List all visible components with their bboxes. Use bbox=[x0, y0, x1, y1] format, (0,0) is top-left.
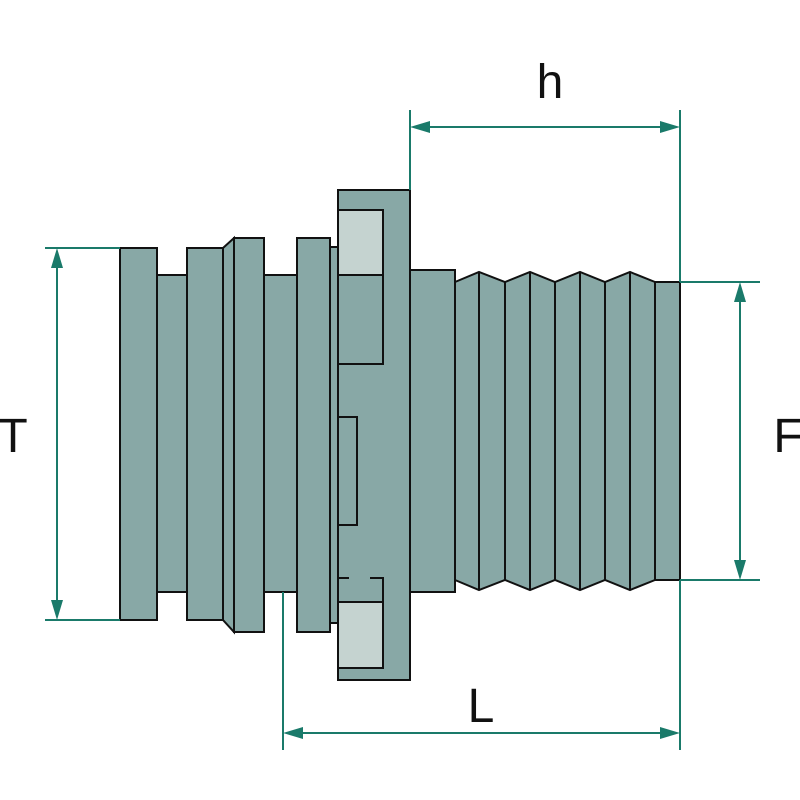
corrugation-lines bbox=[478, 272, 631, 590]
ring-3 bbox=[296, 237, 331, 633]
ring-step bbox=[329, 246, 339, 624]
dimension-T: T bbox=[0, 247, 120, 621]
hose-body bbox=[409, 269, 456, 593]
coupling-part bbox=[119, 189, 681, 681]
ring-1 bbox=[186, 247, 224, 621]
nut-inner-edge bbox=[337, 275, 384, 579]
hose-end bbox=[654, 281, 681, 581]
dimension-h: h bbox=[409, 56, 681, 282]
dimension-F: F bbox=[680, 281, 800, 581]
nut-inner-edge-lower bbox=[370, 577, 384, 602]
dimension-L: L bbox=[282, 580, 681, 750]
dimension-label-T: T bbox=[0, 410, 28, 463]
dimension-label-h: h bbox=[537, 56, 564, 109]
neck-2 bbox=[263, 274, 298, 593]
dimension-label-L: L bbox=[468, 680, 495, 733]
ring-2 bbox=[233, 237, 265, 633]
left-flange bbox=[119, 247, 158, 621]
chamfer bbox=[222, 235, 235, 635]
insert-top bbox=[337, 209, 384, 276]
dimension-label-F: F bbox=[773, 410, 800, 463]
neck-1 bbox=[156, 274, 188, 593]
insert-bottom bbox=[337, 601, 384, 669]
